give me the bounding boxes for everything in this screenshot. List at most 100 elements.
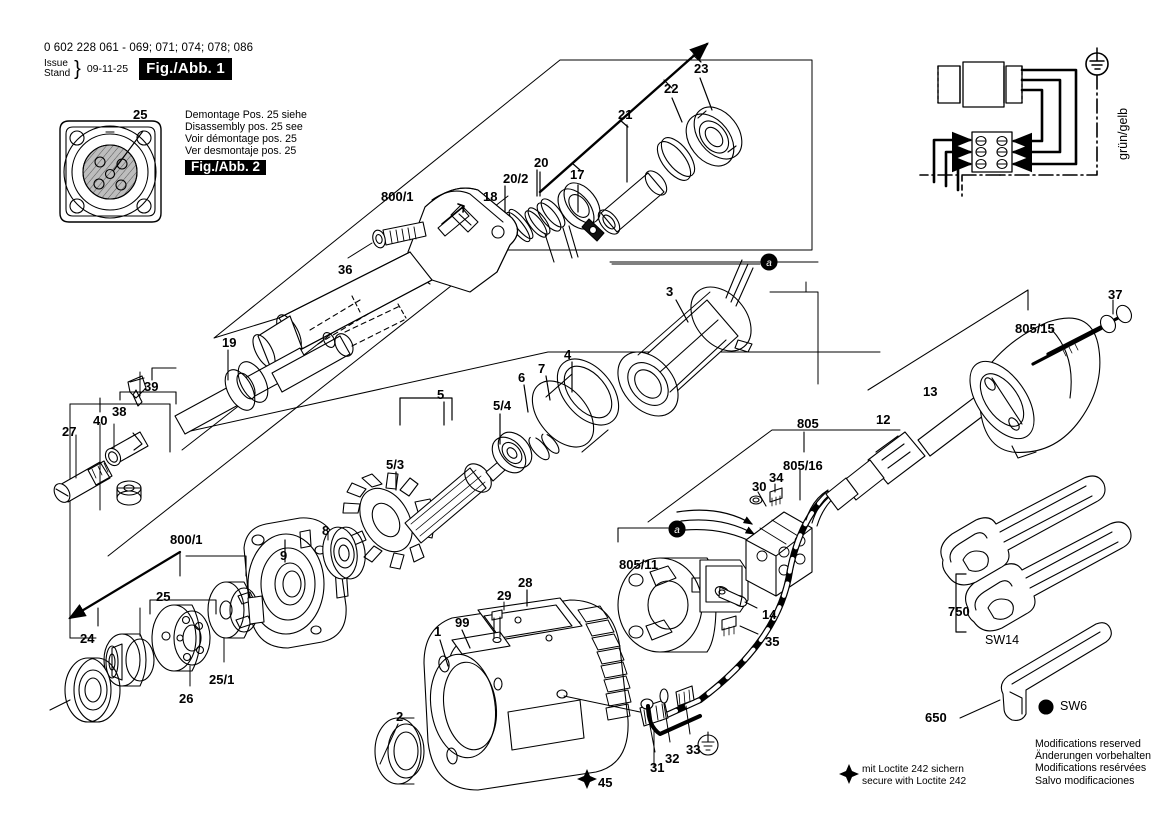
brace-glyph: }	[74, 57, 81, 80]
wiring-schematic	[919, 47, 1109, 197]
part-27-collet	[53, 434, 113, 503]
tool-750-wrench	[940, 475, 1132, 633]
callout-37: 37	[1108, 287, 1123, 302]
part-34-screw	[769, 487, 783, 507]
callout-5: 5	[437, 387, 445, 402]
callout-24: 24	[80, 631, 95, 646]
loctite-line-en: secure with Loctite 242	[862, 775, 967, 787]
part-1-housing	[423, 597, 632, 791]
part-6-washer	[528, 436, 550, 461]
note-line-fr: Voir démontage pos. 25	[185, 132, 297, 145]
callout-2: 2	[396, 709, 404, 724]
callout-20-2: 20/2	[503, 171, 529, 186]
earth-wire-label: grün/gelb	[1116, 107, 1130, 160]
callout-8: 8	[322, 523, 330, 538]
callout-31: 31	[650, 760, 665, 775]
callout-leaders	[284, 299, 689, 667]
callout-27: 27	[62, 424, 77, 439]
callout-805-16: 805/16	[783, 458, 823, 473]
parts-31-32-33	[640, 685, 719, 756]
part-4-ring	[531, 358, 620, 453]
part-36-screw	[347, 221, 427, 259]
callout-25-1: 25/1	[209, 672, 235, 687]
callout-39: 39	[144, 379, 159, 394]
callout-33: 33	[686, 742, 701, 757]
callout-805-11: 805/11	[619, 557, 659, 572]
part-26-flange	[151, 604, 211, 687]
part-23-bearing	[685, 106, 743, 167]
part-gear-housing	[252, 187, 519, 368]
modifications-note: Modifications reserved Änderungen vorbeh…	[1035, 738, 1151, 787]
part-805-11-cap	[617, 557, 749, 653]
modifications-de: Änderungen vorbehalten	[1034, 750, 1151, 763]
part-17-bearing	[557, 182, 605, 242]
tool-sw14-label: SW14	[985, 633, 1020, 647]
callout-40: 40	[93, 413, 108, 428]
callout-800-1: 800/1	[381, 189, 414, 204]
callout-17: 17	[570, 167, 585, 182]
part-25-1-coupling	[207, 581, 265, 663]
assembly-direction-arrow-top	[538, 42, 709, 194]
callout-34: 34	[769, 470, 784, 485]
stand-label: Stand	[44, 68, 71, 79]
part-14-lug	[714, 586, 758, 609]
detail-housing-face	[59, 120, 162, 223]
part-22-washer	[656, 137, 696, 181]
issue-label: Issue	[44, 57, 68, 69]
callout-5-4: 5/4	[493, 398, 512, 413]
part-25-boss	[103, 607, 155, 687]
issue-date: 09-11-25	[86, 63, 129, 75]
note-line-de: Demontage Pos. 25 siehe	[185, 109, 307, 121]
tool-sw6-label: SW6	[1060, 699, 1088, 713]
part-19-spindle	[174, 303, 407, 435]
part-38-nut	[104, 423, 149, 467]
tool-750-label: 750	[948, 604, 970, 619]
part-24-bearing	[49, 657, 121, 723]
note-line-es: Ver desmontaje pos. 25	[185, 144, 297, 157]
part-40-bushing	[99, 423, 142, 511]
part-3-stator: a	[617, 253, 778, 417]
part-805-16-terminal	[745, 511, 813, 597]
callout-19: 19	[222, 335, 237, 350]
svg-text:a: a	[766, 258, 772, 269]
figure-2-tag: Fig./Abb. 2	[185, 159, 266, 175]
part-29-screw	[491, 601, 505, 644]
callout-800-1: 800/1	[170, 532, 203, 547]
callout-35: 35	[765, 634, 780, 649]
part-5-armature	[342, 461, 506, 570]
callout-36: 36	[338, 262, 353, 277]
callout-805-15: 805/15	[1015, 321, 1055, 336]
callout-6: 6	[518, 370, 526, 385]
earth-symbol-schematic	[1085, 47, 1109, 76]
part-5-4-bearing	[491, 431, 533, 474]
part-8-bearing	[322, 526, 366, 580]
loctite-star-footer	[839, 764, 859, 784]
loctite-star-45	[577, 769, 597, 789]
callout-25: 25	[156, 589, 171, 604]
callout-7: 7	[538, 361, 546, 376]
modifications-fr: Modifications resérvées	[1034, 762, 1147, 775]
tool-650-label: 650	[925, 710, 947, 725]
detail-callout-25: 25	[133, 107, 148, 122]
part-20-washers	[524, 198, 579, 263]
part-9-fan-housing	[243, 517, 349, 649]
issue-row: Issue Stand } 09-11-25 Fig./Abb. 1	[44, 58, 232, 80]
callout-14: 14	[762, 607, 777, 622]
part-35-screw	[721, 615, 759, 637]
callout-3: 3	[666, 284, 674, 299]
loctite-line-de: mit Loctite 242 sichern	[862, 764, 964, 775]
figure-2-tag-wrap: Fig./Abb. 2	[185, 159, 307, 175]
callout-805: 805	[797, 416, 819, 431]
assembly-direction-arrow-bottom	[68, 550, 182, 620]
part-805-15-plug	[969, 317, 1101, 459]
callout-32: 32	[665, 751, 680, 766]
callout-20: 20	[534, 155, 549, 170]
callout-30: 30	[752, 479, 767, 494]
svg-text:a: a	[674, 525, 680, 536]
figure-tag: Fig./Abb. 1	[139, 58, 232, 80]
callout-22: 22	[664, 81, 679, 96]
callout-4: 4	[564, 347, 572, 362]
product-code: 0 602 228 061 - 069; 071; 074; 078; 086	[44, 42, 254, 54]
